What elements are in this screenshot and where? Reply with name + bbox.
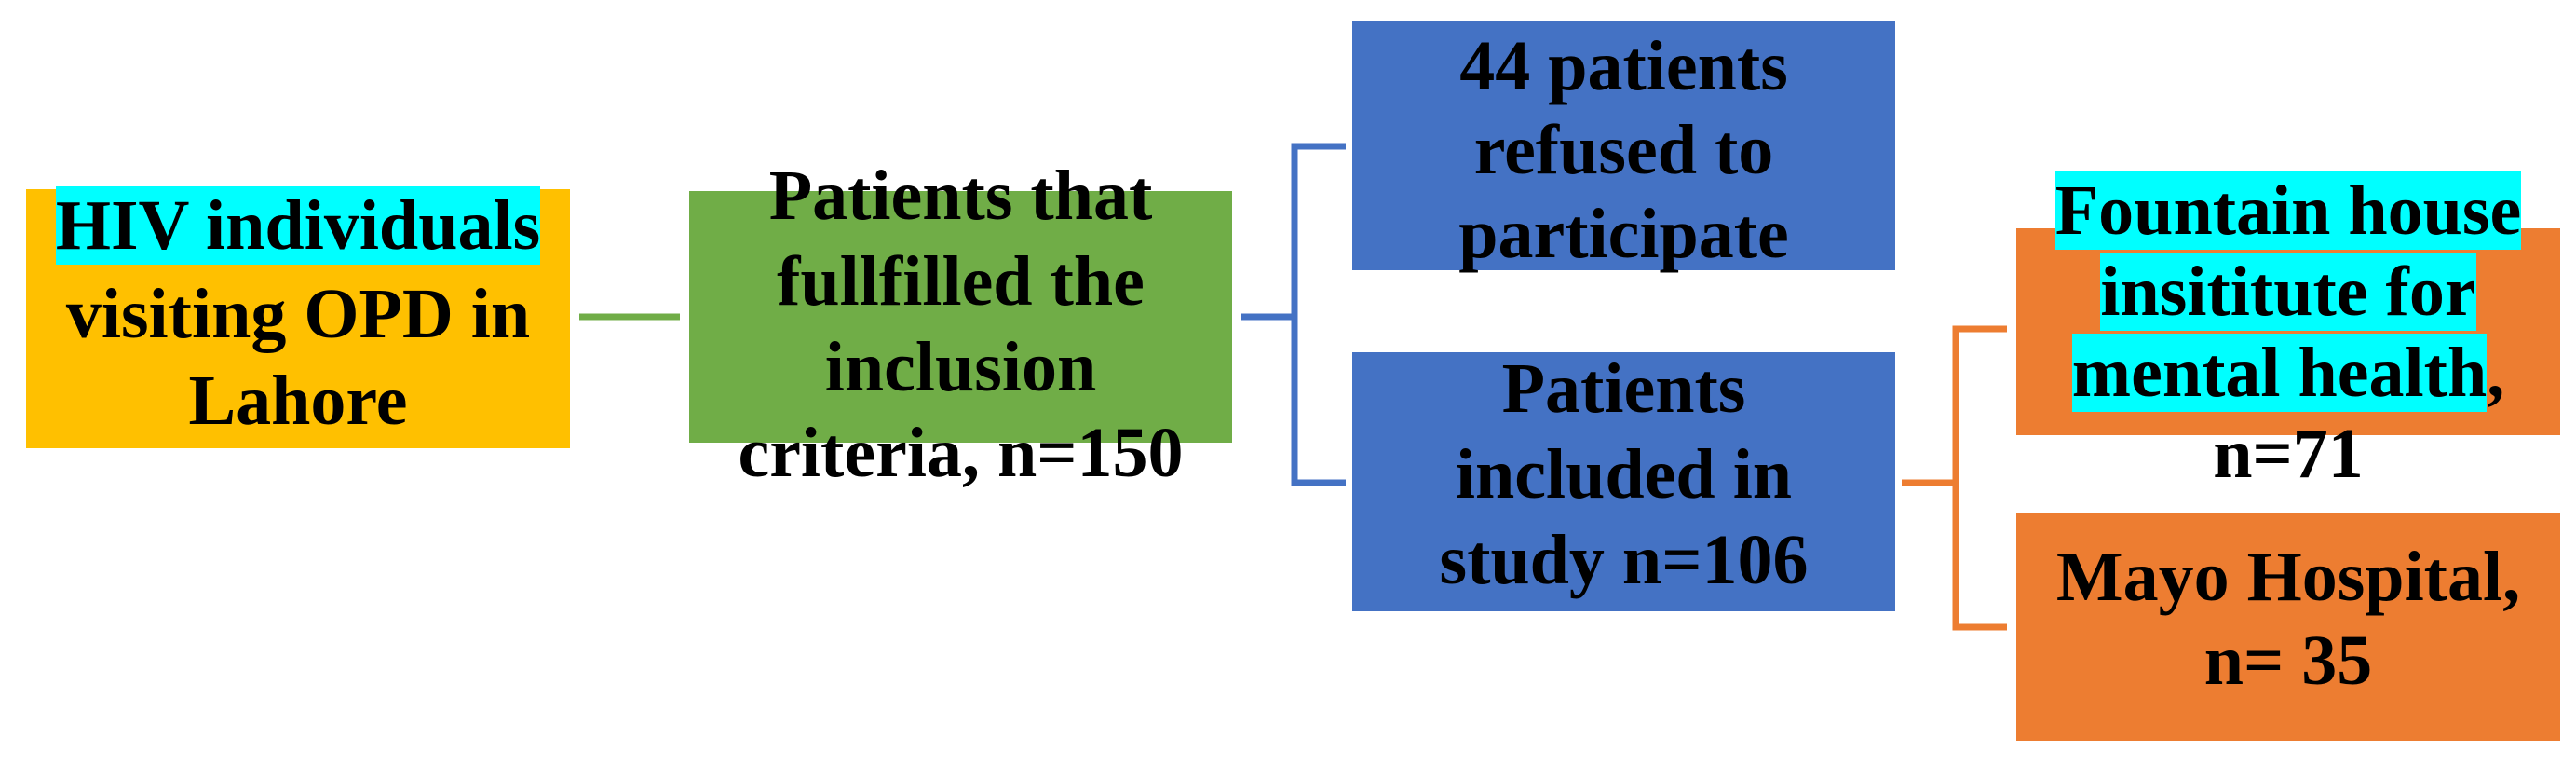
hiv-line3: Lahore [188, 362, 408, 440]
included-box: Patients included in study n=106 [1352, 349, 1895, 611]
mayo-line1: Mayo Hospital, [2055, 538, 2521, 616]
included-line3: study n=106 [1439, 521, 1809, 599]
hiv-line2: visiting OPD in [65, 275, 531, 353]
connector-split-bracket-orange [1952, 325, 2007, 631]
refused-line3: participate [1458, 195, 1789, 273]
refused-line2: refused to [1473, 111, 1774, 189]
mayo-hospital-box: Mayo Hospital, n= 35 [2016, 513, 2560, 741]
inclusion-line1: Patients that [768, 157, 1153, 235]
refused-box: 44 patients refused to participate [1352, 21, 1895, 273]
inclusion-line3: inclusion [824, 328, 1097, 406]
inclusion-line4: criteria, n=150 [738, 414, 1184, 492]
fountain-line1: Fountain house [2054, 171, 2522, 250]
hiv-line1: HIV individuals [55, 186, 541, 265]
inclusion-criteria-box: Patients that fullfilled the inclusion c… [689, 157, 1232, 492]
inclusion-line2: fullfilled the [777, 242, 1145, 321]
included-line2: included in [1455, 435, 1793, 513]
fountain-line3: mental health [2071, 334, 2488, 412]
hiv-individuals-box: HIV individuals visiting OPD in Lahore [26, 186, 570, 448]
included-line1: Patients [1501, 349, 1746, 428]
connector-split-bracket-blue [1291, 143, 1346, 486]
fountain-line4: n=71 [2213, 415, 2364, 493]
fountain-line3-comma: , [2487, 334, 2505, 412]
mayo-line2: n= 35 [2203, 622, 2373, 700]
fountain-line2: insititute for [2100, 253, 2476, 331]
refused-line1: 44 patients [1459, 27, 1788, 105]
